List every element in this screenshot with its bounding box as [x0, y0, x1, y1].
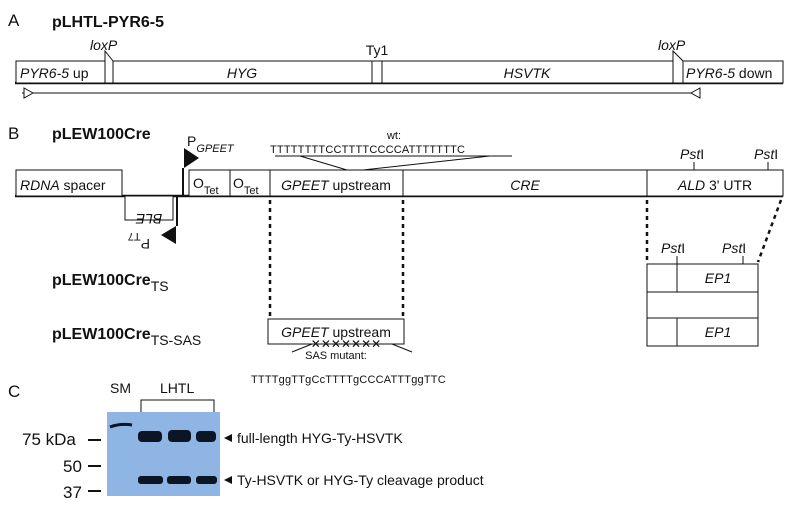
- band-cleave-lane-2: [167, 476, 191, 484]
- band-cleave-pointer-icon: [224, 476, 232, 484]
- ty1-label: Ty1: [366, 42, 389, 58]
- ald-variant-ts-box: [646, 263, 759, 293]
- band-full-label: full-length HYG-Ty-HSVTK: [237, 430, 403, 446]
- panel-c: C SM LHTL 75 kDa 50 37 full-length HYG-T…: [8, 380, 484, 502]
- pyr-down-label: PYR6-5 down: [686, 65, 772, 81]
- variant-tssas-title: pLEW100CreTS-SAS: [52, 326, 201, 348]
- pyr-up-label: PYR6-5 up: [20, 65, 89, 81]
- lhtl-bracket: [140, 399, 215, 412]
- band-sm-faint: [109, 422, 133, 429]
- wt-callout-right: [362, 155, 491, 171]
- mw-37-label: 37: [63, 483, 82, 502]
- loxp-left-site: [104, 49, 114, 84]
- gpeet-upstream-box: [269, 169, 404, 197]
- p-t7-label: PT7: [128, 230, 150, 252]
- sas-callout-right: [391, 343, 413, 353]
- p-t7-arrow-icon: [161, 226, 176, 244]
- cre-label: CRE: [510, 177, 540, 193]
- band-full-lane-1: [138, 431, 162, 442]
- panel-b: B pLEW100Cre RDNA spacer BLE PGPEET PT7 …: [8, 124, 784, 386]
- construct-a-title: pLHTL-PYR6-5: [52, 14, 164, 31]
- ald-variant-stack: EP1 PstI PstI EP1: [646, 240, 759, 347]
- psti-variant-1-label: PstI: [661, 240, 685, 256]
- otet-label-1: OTet: [193, 175, 219, 197]
- panel-label-a: A: [8, 11, 20, 30]
- otet-label-2: OTet: [233, 175, 259, 197]
- band-cleave-label: Ty-HSVTK or HYG-Ty cleavage product: [237, 472, 484, 488]
- panel-label-c: C: [8, 382, 20, 401]
- ty1-box: [371, 60, 383, 84]
- mw-50-label: 50: [63, 457, 82, 476]
- ald-utr-box: [646, 169, 784, 197]
- band-full-lane-2: [168, 430, 191, 442]
- rdna-spacer-box: [15, 169, 123, 197]
- sas-callout-left: [291, 343, 313, 353]
- ble-box: [124, 195, 174, 221]
- ep1-label-ts: EP1: [705, 270, 731, 286]
- gpeet-upstream-sas-label: GPEET upstream: [281, 324, 391, 340]
- rdna-spacer-label: RDNA spacer: [20, 177, 106, 193]
- sas-mutation-marks-icon: ✕✕✕✕✕✕✕: [311, 337, 381, 351]
- loxp-right-site: [672, 49, 684, 84]
- band-cleave-lane-1: [138, 476, 163, 484]
- psti-site-1-label: PstI: [680, 146, 704, 162]
- band-full-lane-3: [196, 431, 216, 442]
- lane-sm-label: SM: [110, 380, 131, 396]
- span-right-arrow-icon: [689, 87, 701, 99]
- wt-callout-left: [299, 155, 348, 171]
- gpeet-upstream-sas-box: [267, 318, 405, 345]
- hsvtk-label: HSVTK: [504, 65, 551, 81]
- band-full-pointer-icon: [224, 434, 232, 442]
- wt-sequence: TTTTTTTTCCTTTTCCCCATTTTTTTC: [270, 144, 465, 156]
- projection-ald-right: [756, 199, 783, 263]
- psti-site-2-label: PstI: [754, 146, 778, 162]
- lane-lhtl-label: LHTL: [160, 380, 194, 396]
- wt-label: wt:: [386, 130, 401, 142]
- span-left-arrow-icon: [23, 87, 35, 99]
- ble-label: BLE: [135, 211, 162, 227]
- sas-mutant-sequence: TTTTggTTgCcTTTTgCCCATTTggTTC: [251, 374, 446, 386]
- gpeet-upstream-label: GPEET upstream: [281, 177, 391, 193]
- panel-a: A pLHTL-PYR6-5 PYR6-5 up HYG Ty1 HSVTK P…: [8, 11, 784, 99]
- loxp-right-label: loxP: [658, 37, 686, 53]
- panel-label-b: B: [8, 124, 19, 143]
- hyg-label: HYG: [227, 65, 257, 81]
- p-gpeet-arrow-icon: [184, 148, 199, 168]
- ald-utr-label: ALD 3' UTR: [677, 177, 752, 193]
- cre-box: [402, 169, 648, 197]
- mw-75-label: 75 kDa: [22, 430, 76, 449]
- variant-ts-title: pLEW100CreTS: [52, 272, 169, 294]
- loxp-left-label: loxP: [90, 37, 118, 53]
- ald-variant-empty-box: [646, 291, 759, 319]
- construct-b-title: pLEW100Cre: [52, 126, 151, 143]
- band-cleave-lane-3: [196, 476, 217, 484]
- psti-variant-2-label: PstI: [722, 240, 746, 256]
- p-gpeet-label: PGPEET: [187, 133, 235, 155]
- ald-variant-tssas-box: [646, 317, 759, 347]
- ep1-label-tssas: EP1: [705, 324, 731, 340]
- sas-mutant-label: SAS mutant:: [305, 350, 367, 362]
